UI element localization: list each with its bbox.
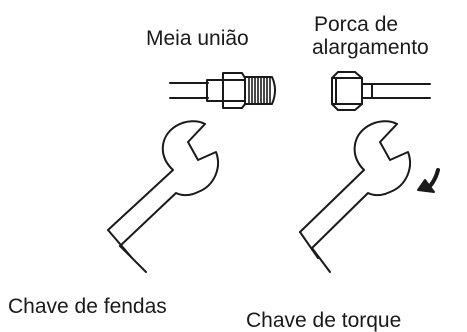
rotation-arrow-icon [417,168,440,193]
open-end-wrench-icon [107,120,219,273]
half-union-fitting-icon [169,72,276,109]
torque-wrench-icon [299,120,411,273]
torque-wrench-label: Chave de torque [246,309,402,332]
flare-nut-label-line1: Porca de [314,13,399,36]
flare-nut-label-line2: alargamento [312,36,429,59]
flare-nut-fitting-icon [331,71,431,111]
open-wrench-label: Chave de fendas [8,295,167,318]
half-union-label: Meia união [146,27,249,50]
